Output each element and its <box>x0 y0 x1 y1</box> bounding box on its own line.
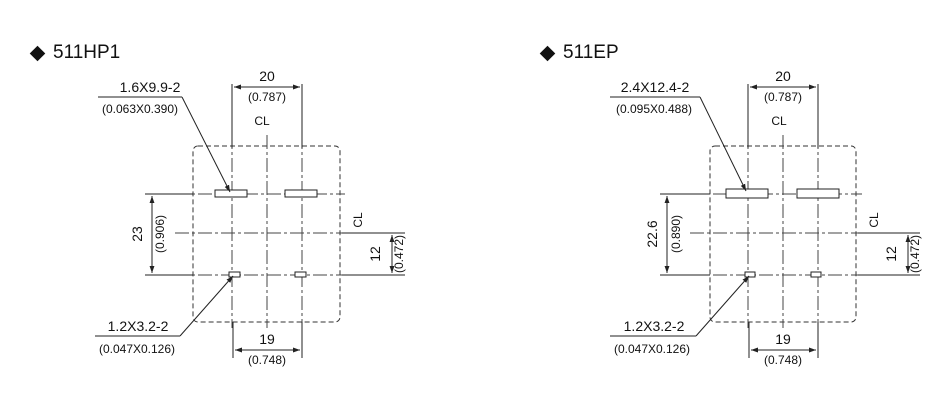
lower-hole-callout-inch: (0.047X0.126) <box>614 342 690 356</box>
top-dimension-inch: (0.787) <box>764 90 802 104</box>
centerline-label: CL <box>254 114 270 128</box>
right-dimension-label: 12 <box>883 246 899 262</box>
lower-hole-callout: 1.2X3.2-2 <box>624 318 685 334</box>
slot-pad <box>214 189 248 198</box>
small-slot-pad <box>294 271 307 278</box>
bottom-dimension-label: 19 <box>775 331 791 347</box>
left-dimension-inch: (0.890) <box>669 215 683 253</box>
left-dimension-inch: (0.906) <box>153 215 167 253</box>
top-dimension-inch: (0.787) <box>248 90 286 104</box>
right-dimension-inch: (0.472) <box>392 235 406 273</box>
centerline-label-side: CL <box>351 212 365 228</box>
lower-hole-callout-inch: (0.047X0.126) <box>99 342 175 356</box>
small-slot-pad <box>228 271 241 278</box>
bottom-dimension-label: 19 <box>259 331 275 347</box>
upper-hole-callout: 2.4X12.4-2 <box>621 79 690 95</box>
upper-hole-callout-inch: (0.095X0.488) <box>616 102 692 116</box>
small-slot-pad <box>744 271 756 278</box>
upper-hole-callout: 1.6X9.9-2 <box>120 79 181 95</box>
small-slot-pad <box>810 271 822 278</box>
top-dimension-label: 20 <box>775 68 791 84</box>
left-dimension-label: 22.6 <box>644 220 660 247</box>
bottom-dimension-inch: (0.748) <box>764 353 802 367</box>
diagram-511hp1: 20 (0.787) CL 19 (0.748) 23 (0.906) 12 (… <box>95 68 406 367</box>
slot-pad <box>284 189 318 198</box>
diagram-title-text: 511HP1 <box>53 42 121 63</box>
bottom-dimension-inch: (0.748) <box>248 353 286 367</box>
diagram-title-511ep: 511EP <box>538 42 619 64</box>
upper-hole-callout-inch: (0.063X0.390) <box>102 102 178 116</box>
diagram-title-511hp1: 511HP1 <box>28 42 120 64</box>
slot-pad <box>725 188 769 199</box>
diagram-title-text: 511EP <box>563 42 619 63</box>
centerline-label-side: CL <box>867 212 881 228</box>
slot-pad <box>796 188 840 199</box>
centerline-label: CL <box>771 114 787 128</box>
diagram-511ep: 20 (0.787) CL 19 (0.748) 22.6 (0.890) 12… <box>610 68 922 367</box>
lower-hole-callout: 1.2X3.2-2 <box>108 318 169 334</box>
left-dimension-label: 23 <box>129 226 145 242</box>
right-dimension-label: 12 <box>367 246 383 262</box>
top-dimension-label: 20 <box>259 68 275 84</box>
right-dimension-inch: (0.472) <box>908 235 922 273</box>
